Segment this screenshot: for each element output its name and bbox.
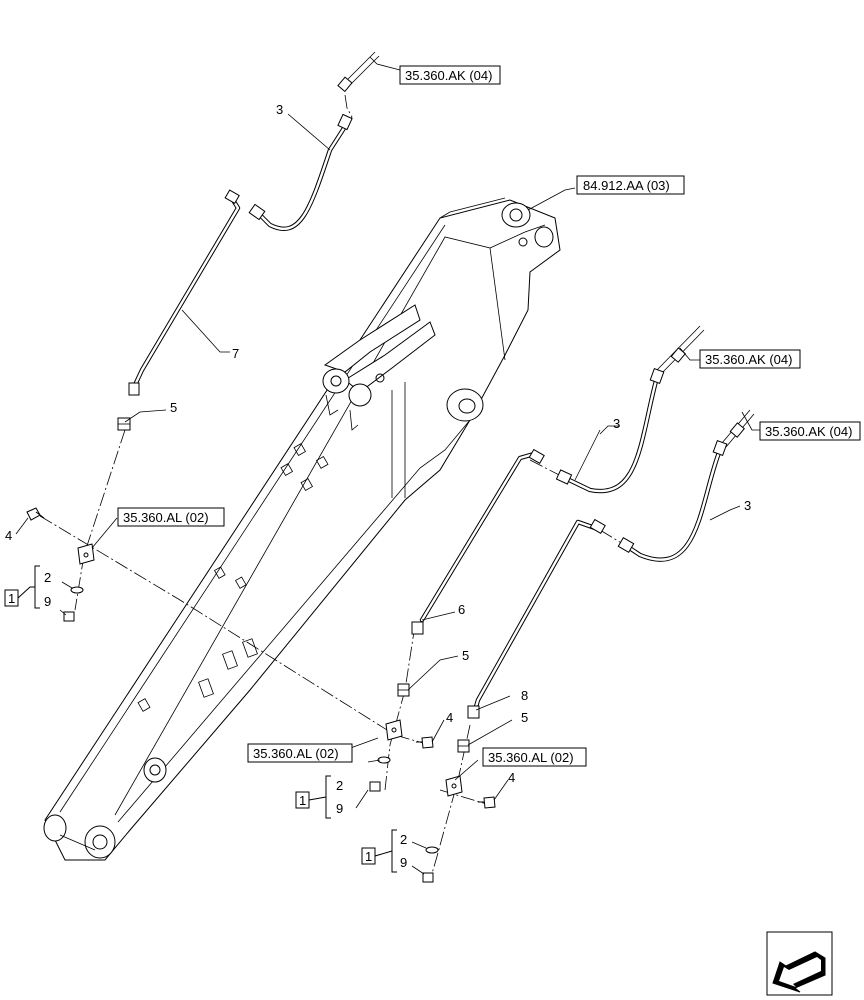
kit-left: 1 2 9 xyxy=(4,565,51,609)
nut-left xyxy=(63,611,75,622)
kit-left-box: 1 xyxy=(8,591,15,606)
kit-right-item-a: 2 xyxy=(400,832,407,847)
boom-arm xyxy=(43,197,561,861)
kit-right-box: 1 xyxy=(365,849,372,864)
reference-right-2-label: 35.360.AK (04) xyxy=(765,424,852,439)
reference-clamp-right[interactable]: 35.360.AL (02) xyxy=(482,747,587,767)
callout-hose-right: 3 xyxy=(744,498,751,513)
washer-left xyxy=(70,586,84,594)
reference-clamp-left-label: 35.360.AL (02) xyxy=(123,510,209,525)
callout-hose-top: 3 xyxy=(276,102,283,117)
washer-right xyxy=(425,846,439,854)
callout-fitting-left: 5 xyxy=(170,400,177,415)
reference-right-1[interactable]: 35.360.AK (04) xyxy=(699,349,801,369)
callout-bolt-left: 4 xyxy=(5,528,12,543)
kit-mid-box: 1 xyxy=(299,793,306,808)
reference-top[interactable]: 35.360.AK (04) xyxy=(399,65,501,85)
clamp-mid xyxy=(385,719,403,741)
callout-bolt-right: 4 xyxy=(508,770,515,785)
reference-clamp-mid[interactable]: 35.360.AL (02) xyxy=(247,743,353,763)
bolt-mid xyxy=(416,736,434,749)
fitting-right xyxy=(457,739,470,753)
hose-top xyxy=(248,113,353,231)
callout-pipe-left: 7 xyxy=(232,346,239,361)
reference-clamp-right-label: 35.360.AL (02) xyxy=(488,750,574,765)
callout-pipe-mid: 6 xyxy=(458,602,465,617)
reference-boom[interactable]: 84.912.AA (03) xyxy=(576,175,685,195)
leader-lines xyxy=(15,56,760,875)
reference-right-1-label: 35.360.AK (04) xyxy=(705,352,792,367)
kit-left-item-a: 2 xyxy=(44,570,51,585)
nut-right xyxy=(422,872,434,883)
pipe-left xyxy=(128,189,241,396)
pipe-right xyxy=(467,518,606,719)
hose-right xyxy=(617,409,755,562)
kit-right: 1 2 9 xyxy=(361,829,407,873)
hose-top-upper xyxy=(337,51,380,93)
kit-right-item-b: 9 xyxy=(400,855,407,870)
pipe-mid xyxy=(411,448,545,635)
callout-bolt-mid: 4 xyxy=(446,710,453,725)
callout-fitting-right: 5 xyxy=(521,710,528,725)
bolt-left xyxy=(26,507,45,521)
direction-arrow-icon[interactable] xyxy=(766,931,833,996)
reference-right-2[interactable]: 35.360.AK (04) xyxy=(759,421,861,441)
callout-fitting-mid: 5 xyxy=(462,648,469,663)
callout-hose-mid: 3 xyxy=(613,416,620,431)
kit-mid-item-b: 9 xyxy=(336,801,343,816)
hose-mid xyxy=(555,325,705,494)
nut-mid xyxy=(369,781,381,792)
reference-top-label: 35.360.AK (04) xyxy=(405,68,492,83)
reference-clamp-mid-label: 35.360.AL (02) xyxy=(253,746,339,761)
clamp-left xyxy=(77,543,95,565)
reference-boom-label: 84.912.AA (03) xyxy=(583,178,670,193)
kit-mid: 1 2 9 xyxy=(295,775,343,819)
kit-left-item-b: 9 xyxy=(44,594,51,609)
fitting-mid xyxy=(397,683,410,697)
callout-pipe-right: 8 xyxy=(521,688,528,703)
bolt-right xyxy=(478,796,496,809)
clamp-right xyxy=(445,775,463,797)
reference-clamp-left[interactable]: 35.360.AL (02) xyxy=(117,507,225,527)
kit-mid-item-a: 2 xyxy=(336,778,343,793)
